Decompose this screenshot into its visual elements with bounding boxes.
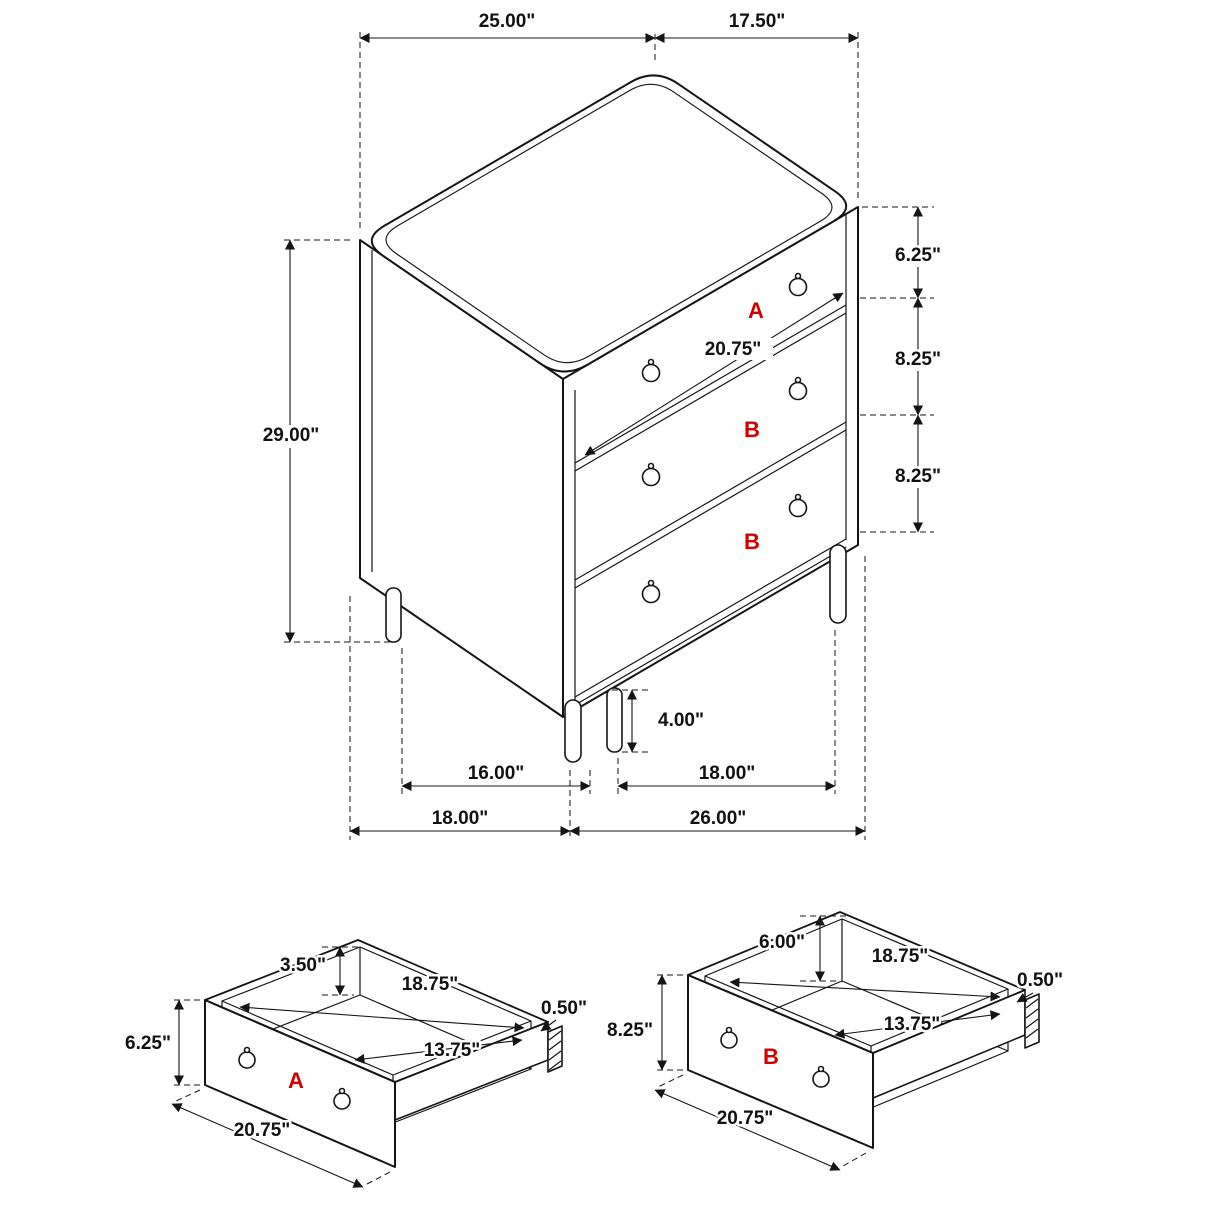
chest-leg-left (385, 587, 402, 643)
dim-top-width-label: 25.00" (479, 11, 536, 32)
drawer-b1-label: B (744, 417, 760, 442)
chest-leg-front (606, 687, 623, 753)
dim-leg-spacing-side: 16.00" (401, 648, 591, 794)
drawer-b2-knob-left (641, 579, 661, 604)
dim-drawer-front-width: 20.75" (584, 292, 844, 456)
dim-drawer-front-width-label: 20.75" (705, 339, 762, 360)
drawer-b2-knob-right (788, 493, 808, 518)
drawer-b-detail-label: B (763, 1044, 779, 1069)
dim-leg-height: 4.00" (612, 689, 707, 753)
dim-leg-spacing-front: 18.00" (617, 630, 836, 794)
dim-b-inner-depth-label: 13.75" (884, 1014, 941, 1035)
drawer-a-knob-right (788, 272, 808, 297)
dim-b-front-height: 8.25" (605, 974, 683, 1071)
dim-middle-drawer-height-label: 8.25" (895, 349, 941, 370)
dim-a-front-width-label: 20.75" (234, 1120, 291, 1141)
dim-a-wall-thickness: 0.50" (539, 996, 590, 1032)
dim-a-front-height: 6.25" (123, 999, 200, 1086)
chest-leg-front-corner (564, 699, 582, 763)
dim-a-wall-thickness-label: 0.50" (541, 998, 587, 1019)
dim-top-drawer-height: 6.25" (860, 206, 950, 299)
dim-a-inner-width-label: 18.75" (402, 974, 459, 995)
dim-overall-width: 26.00" (569, 556, 866, 840)
drawer-b-inner-rim (704, 918, 1009, 1047)
drawer-divider-3 (574, 538, 847, 706)
drawer-b-knob-right (812, 1065, 830, 1088)
dim-top-drawer-height-label: 6.25" (895, 245, 941, 266)
dim-b-front-width-label: 20.75" (717, 1108, 774, 1129)
dim-b-inner-width-label: 18.75" (872, 946, 929, 967)
dim-a-inner-width: 18.75" (239, 972, 525, 1033)
dim-a-inner-height: 3.50" (278, 946, 362, 996)
dim-a-front-height-label: 6.25" (125, 1033, 171, 1054)
drawer-b1-knob-left (641, 462, 661, 487)
chest-top-inner-edge (385, 83, 833, 364)
dim-top-width: 25.00" (359, 9, 656, 228)
dim-bottom-drawer-height-label: 8.25" (895, 466, 941, 487)
drawer-a-runner (547, 1025, 563, 1073)
dim-b-wall-thickness-label: 0.50" (1017, 970, 1063, 991)
drawer-b-knob-left (720, 1026, 738, 1049)
dim-a-front-width: 20.75" (171, 1089, 391, 1188)
dim-b-inner-height-label: 6.00" (759, 932, 805, 953)
drawer-a-label: A (748, 298, 764, 323)
dim-a-inner-height-label: 3.50" (280, 955, 326, 976)
dim-b-inner-height: 6.00" (757, 915, 846, 982)
drawer-a-detail-view: A 6.25" 3.50" 18.75" 0.50" 13.75" (123, 939, 590, 1188)
drawer-a-detail-label: A (288, 1068, 304, 1093)
dim-overall-height-label: 29.00" (263, 425, 320, 446)
dim-b-inner-depth: 13.75" (834, 1010, 1001, 1039)
dim-leg-spacing-front-label: 18.00" (699, 763, 756, 784)
drawer-a-inner-rim (221, 946, 532, 1076)
drawer-b-outer-rim (687, 911, 1026, 1054)
dim-middle-drawer-height: 8.25" (860, 297, 950, 416)
chest-top-face (370, 74, 848, 373)
drawer-b-detail-view: B 8.25" 6.00" 18.75" 0.50" 13.75" (605, 911, 1066, 1171)
dim-top-depth: 17.50" (654, 9, 859, 198)
dim-b-front-width: 20.75" (654, 1074, 867, 1171)
dim-leg-height-label: 4.00" (658, 710, 704, 731)
dim-bottom-drawer-height: 8.25" (860, 414, 950, 533)
dim-a-inner-depth-label: 13.75" (424, 1040, 481, 1061)
drawer-b-runner (1024, 993, 1040, 1049)
drawer-b2-label: B (744, 529, 760, 554)
chest-isometric-view: A B B 25.00" 17.50" 29.00" (254, 9, 950, 840)
dim-leg-spacing-side-label: 16.00" (468, 763, 525, 784)
dim-a-inner-depth: 13.75" (354, 1036, 523, 1064)
chest-leg-right (829, 544, 847, 624)
dim-top-depth-label: 17.50" (729, 11, 786, 32)
dim-overall-depth: 18.00" (349, 596, 571, 840)
drawer-a-knob-left (238, 1046, 256, 1069)
dim-b-wall-thickness: 0.50" (1015, 968, 1066, 1003)
dim-overall-width-label: 26.00" (690, 808, 747, 829)
dim-b-inner-width: 18.75" (729, 944, 1001, 1002)
dim-overall-depth-label: 18.00" (432, 808, 489, 829)
dim-b-front-height-label: 8.25" (607, 1020, 653, 1041)
dim-overall-height: 29.00" (254, 239, 390, 643)
